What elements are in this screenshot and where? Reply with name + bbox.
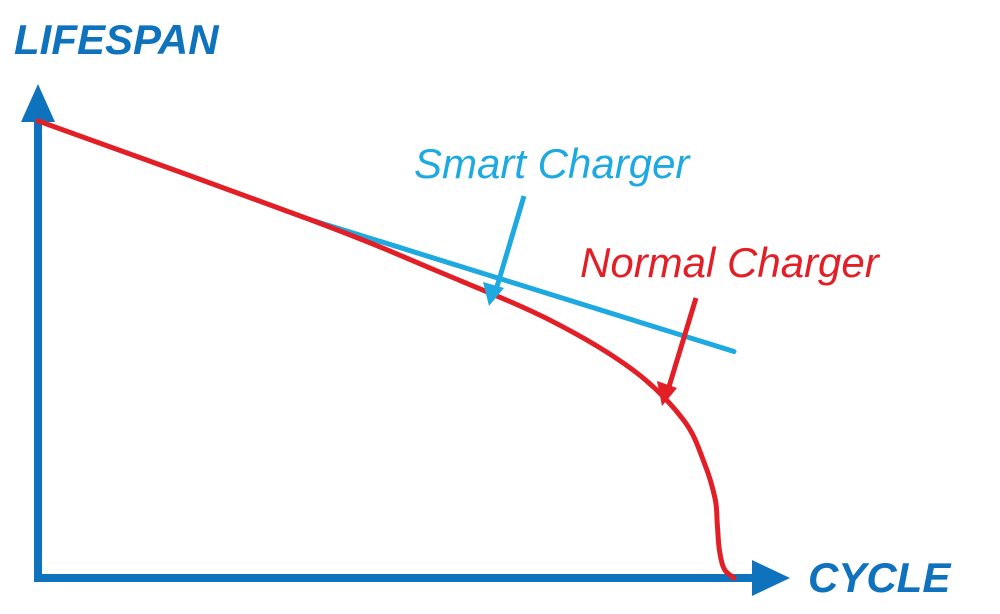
normal-charger-pointer <box>665 297 699 391</box>
series-line-smart-charger <box>307 217 737 354</box>
series-layer <box>35 118 737 581</box>
smart-charger-pointer <box>493 195 527 291</box>
normal-charger-label: Normal Charger <box>580 239 881 286</box>
x-axis-title: CYCLE <box>808 554 952 601</box>
axes <box>21 84 790 596</box>
annotation-layer: Smart Charger Normal Charger <box>414 140 881 406</box>
y-axis-title: LIFESPAN <box>14 16 220 63</box>
smart-charger-label: Smart Charger <box>414 140 691 187</box>
y-axis-arrowhead <box>21 84 55 122</box>
smart-charger-pointer-arrowhead <box>483 282 504 306</box>
series-line-normal-charger <box>35 118 737 581</box>
normal-charger-pointer-arrowhead <box>657 381 677 406</box>
x-axis-arrowhead <box>752 560 790 596</box>
